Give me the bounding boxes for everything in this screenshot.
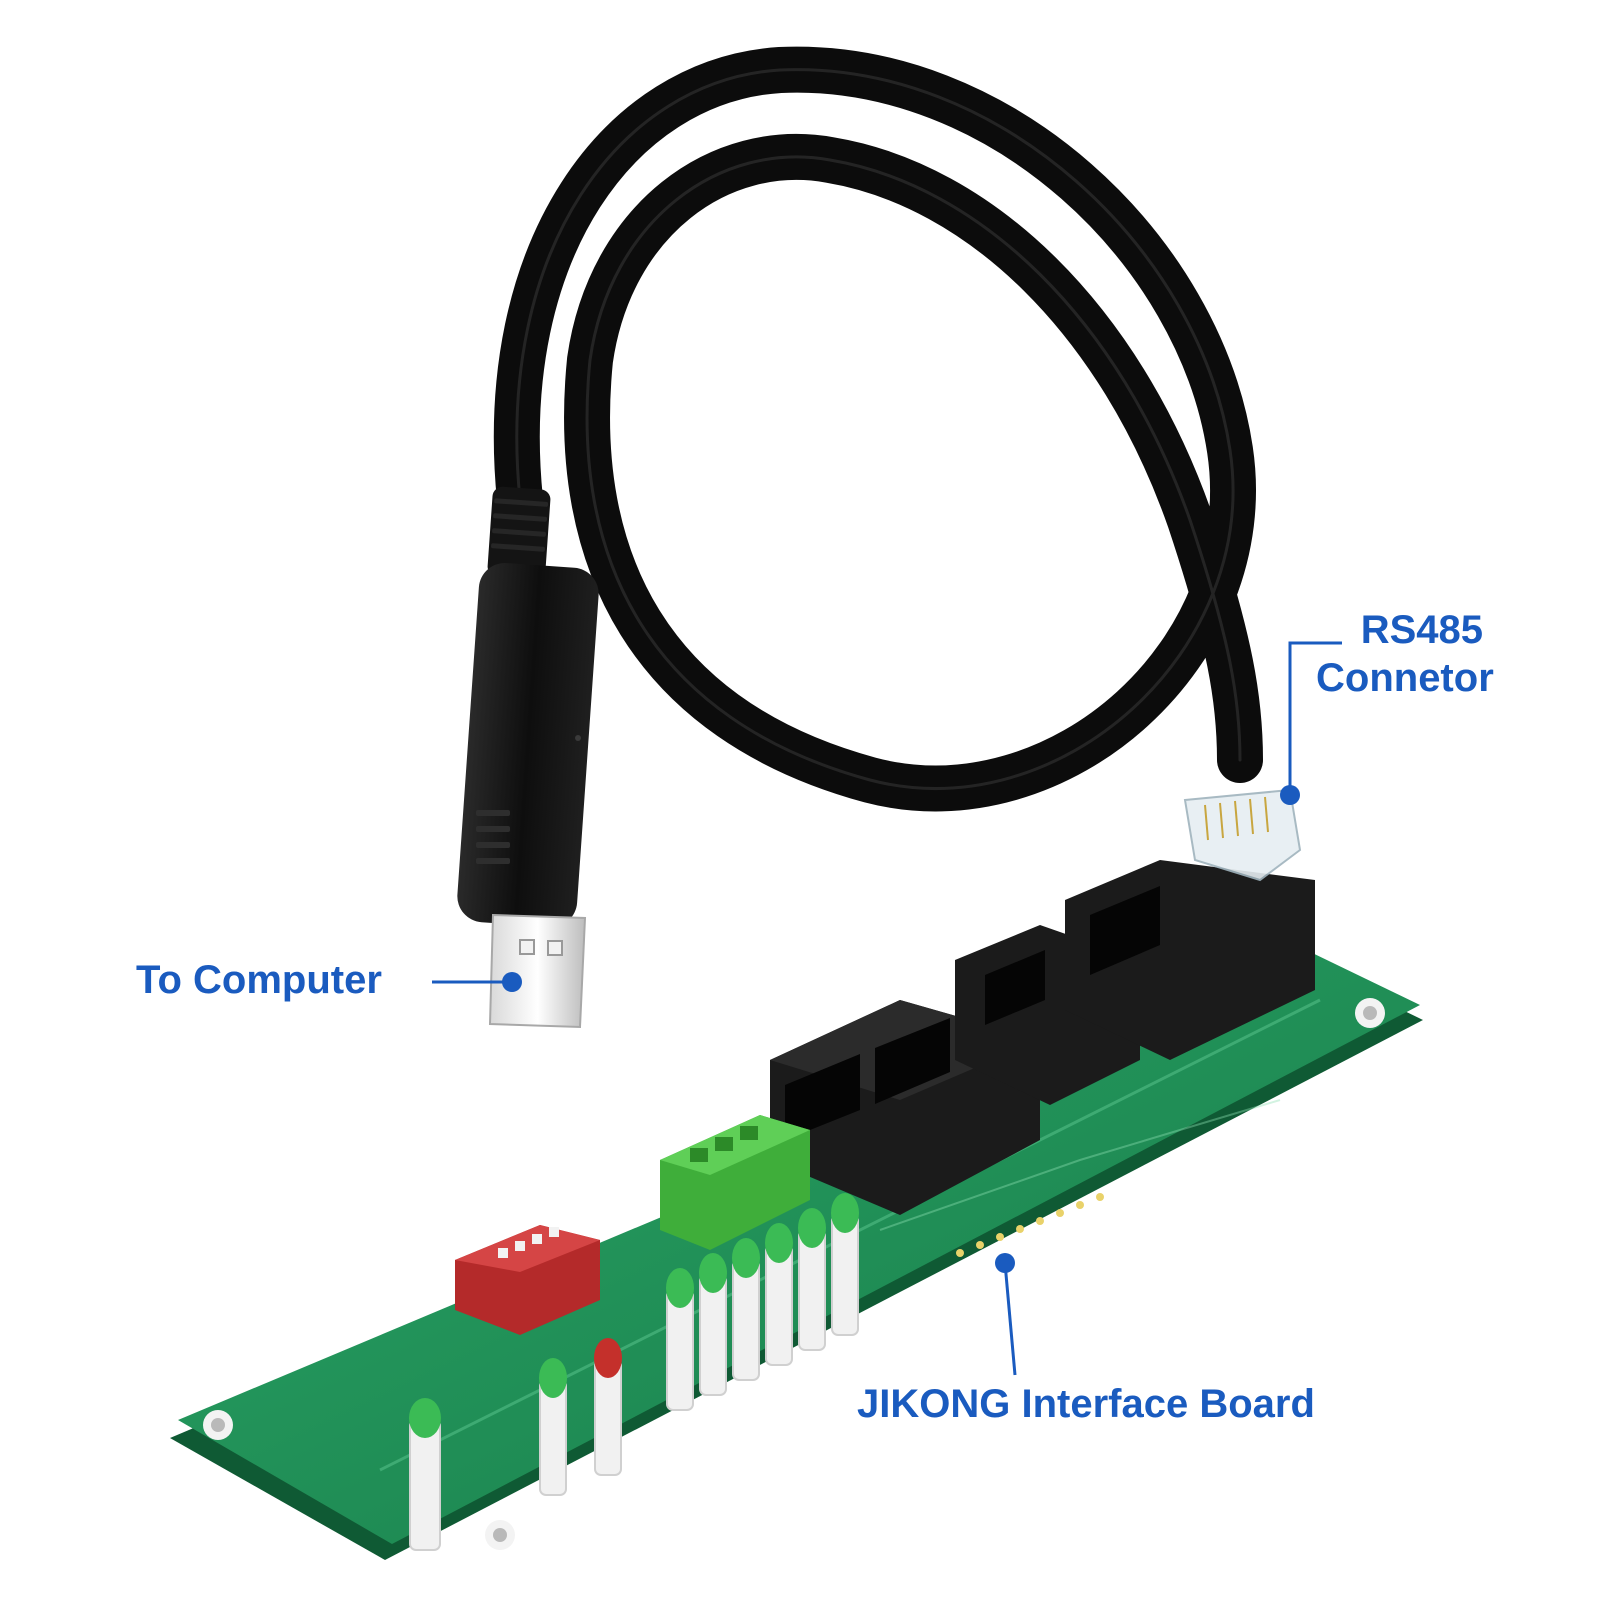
callout-dot-icon bbox=[502, 972, 522, 992]
rj45-socket-right bbox=[1065, 860, 1315, 1060]
rj45-socket-group bbox=[770, 860, 1315, 1215]
callout-dot-icon bbox=[1280, 785, 1300, 805]
rs485-label-line2: Connetor bbox=[1316, 656, 1494, 700]
led-group bbox=[409, 1193, 859, 1551]
terminal-block bbox=[660, 1115, 810, 1250]
rs485-label-line1: RS485 bbox=[1360, 608, 1484, 652]
rj45-plug-icon bbox=[1183, 788, 1302, 882]
rs485-connector-label: RS485 Connetor bbox=[1316, 606, 1494, 702]
usb-plug-icon bbox=[457, 486, 599, 1029]
callout-dot-icon bbox=[995, 1253, 1015, 1273]
callout-leaders bbox=[432, 641, 1342, 1376]
interface-board bbox=[170, 948, 1423, 1560]
cable bbox=[493, 46, 1263, 812]
dip-switch bbox=[455, 1225, 600, 1335]
board-label: JIKONG Interface Board bbox=[857, 1382, 1315, 1426]
to-computer-label: To Computer bbox=[136, 958, 382, 1002]
